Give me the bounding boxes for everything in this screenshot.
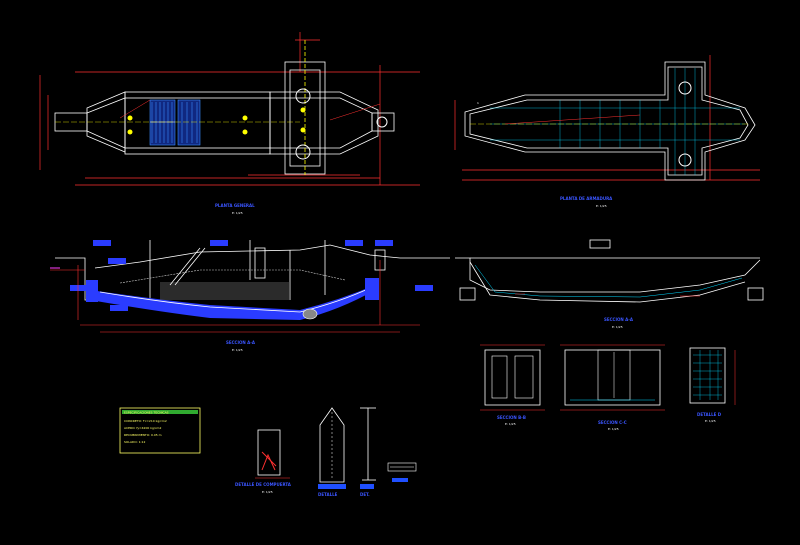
detail-c-view: SECCION C-C E: 1/25: [560, 344, 665, 431]
detail-d-title: DETALLE D: [697, 412, 722, 417]
plan-left-title: PLANTA GENERAL: [215, 203, 255, 208]
detail-b-scale: E: 1/25: [505, 422, 516, 426]
detail-compuerta-title: DETALLE DE COMPUERTA: [235, 482, 292, 487]
section-left-bed: [86, 247, 379, 320]
detail-e-title: DETALLE: [318, 492, 338, 497]
detail-c-scale: E: 1/25: [608, 427, 619, 431]
section-view-right: SECCION A-A E: 1/25: [455, 239, 764, 329]
section-left-title: SECCION A-A: [226, 340, 256, 345]
plan-left-dimensions: [39, 32, 420, 186]
detail-c-title: SECCION C-C: [598, 420, 627, 425]
detail-compuerta-view: DETALLE DE COMPUERTA E: 1/25: [235, 429, 292, 494]
section-right-rebar: [474, 264, 743, 298]
plan-right-callout: 1: [477, 101, 479, 105]
plan-right-dimensions: [454, 55, 760, 181]
plan-right-title: PLANTA DE ARMADURA: [560, 196, 613, 201]
plan-right-markers: 1: [470, 81, 750, 167]
plan-view-right: 1 PLANTA DE ARMADURA E: 1/25: [454, 55, 760, 208]
section-right-title: SECCION A-A: [604, 317, 634, 322]
plan-left-channel: [54, 40, 395, 175]
detail-f-title: DET.: [360, 492, 370, 497]
legend-line-2: ACERO: fy=4200 kg/cm2: [124, 426, 161, 430]
plan-left-scale: E: 1/25: [232, 211, 243, 215]
section-right-outline: [455, 239, 764, 303]
detail-d-view: DETALLE D E: 1/25: [689, 347, 736, 423]
plan-left-grating: [149, 99, 201, 146]
section-view-left: SECCION A-A E: 1/25: [50, 240, 450, 352]
section-left-tags: [70, 240, 433, 311]
legend-line-3: RECUBRIMIENTO: 0.05 m: [124, 433, 162, 437]
plan-right-scale: E: 1/25: [596, 204, 607, 208]
detail-b-title: SECCION B-B: [497, 415, 526, 420]
plan-right-rebar: [490, 68, 745, 175]
section-left-scale: E: 1/25: [232, 348, 243, 352]
section-right-rebar-red: [515, 293, 700, 297]
legend-line-4: SOLADO: 1:12: [124, 440, 145, 444]
section-left-dimensions: [50, 260, 420, 333]
legend-line-1: CONCRETO: f'c=210 kg/cm2: [124, 419, 167, 423]
detail-b-view: SECCION B-B E: 1/25: [480, 344, 545, 426]
section-right-scale: E: 1/25: [612, 325, 623, 329]
legend-title: ESPECIFICACIONES TECNICAS: [124, 411, 169, 415]
specifications-legend: ESPECIFICACIONES TECNICAS CONCRETO: f'c=…: [119, 407, 201, 454]
detail-d-scale: E: 1/25: [705, 419, 716, 423]
plan-right-outline: [464, 61, 756, 181]
detail-compuerta-scale: E: 1/25: [262, 490, 273, 494]
detail-f-view: DET.: [360, 407, 417, 497]
detail-e-view: DETALLE: [318, 407, 346, 497]
plan-view-left: PLANTA GENERAL E: 1/25: [39, 32, 420, 215]
plan-left-markers: [55, 88, 388, 160]
